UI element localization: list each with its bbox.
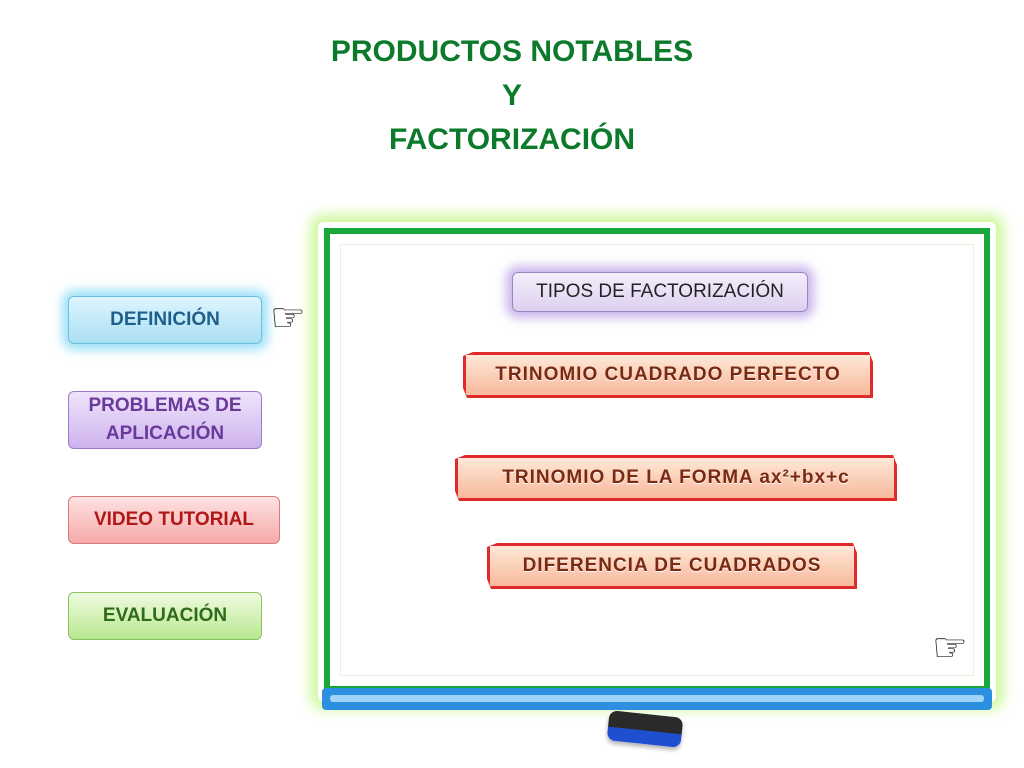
- page-title: PRODUCTOS NOTABLES Y FACTORIZACIÓN: [0, 30, 1024, 162]
- evaluacion-button[interactable]: EVALUACIÓN: [68, 592, 262, 640]
- trinomio-forma-button[interactable]: TRINOMIO DE LA FORMA ax²+bx+c: [455, 455, 897, 501]
- problemas-button[interactable]: PROBLEMAS DE APLICACIÓN: [68, 391, 262, 449]
- diferencia-cuadrados-button[interactable]: DIFERENCIA DE CUADRADOS: [487, 543, 857, 589]
- tipos-factorizacion-label[interactable]: TIPOS DE FACTORIZACIÓN: [512, 272, 808, 312]
- title-line-1: PRODUCTOS NOTABLES: [330, 35, 694, 68]
- eraser-icon: [606, 710, 684, 748]
- problemas-label-line-1: PROBLEMAS DE: [88, 395, 242, 416]
- problemas-label-line-2: APLICACIÓN: [105, 423, 225, 444]
- title-line-2: Y: [501, 79, 522, 112]
- title-line-3: FACTORIZACIÓN: [388, 123, 636, 156]
- pointing-hand-icon[interactable]: ☞: [932, 626, 968, 670]
- trinomio-cuadrado-perfecto-button[interactable]: TRINOMIO CUADRADO PERFECTO: [463, 352, 873, 398]
- whiteboard-surface: [340, 244, 974, 676]
- video-tutorial-button[interactable]: VIDEO TUTORIAL: [68, 496, 280, 544]
- pointing-hand-icon: ☞: [270, 296, 306, 340]
- whiteboard-tray: [322, 688, 992, 710]
- definicion-button[interactable]: DEFINICIÓN: [68, 296, 262, 344]
